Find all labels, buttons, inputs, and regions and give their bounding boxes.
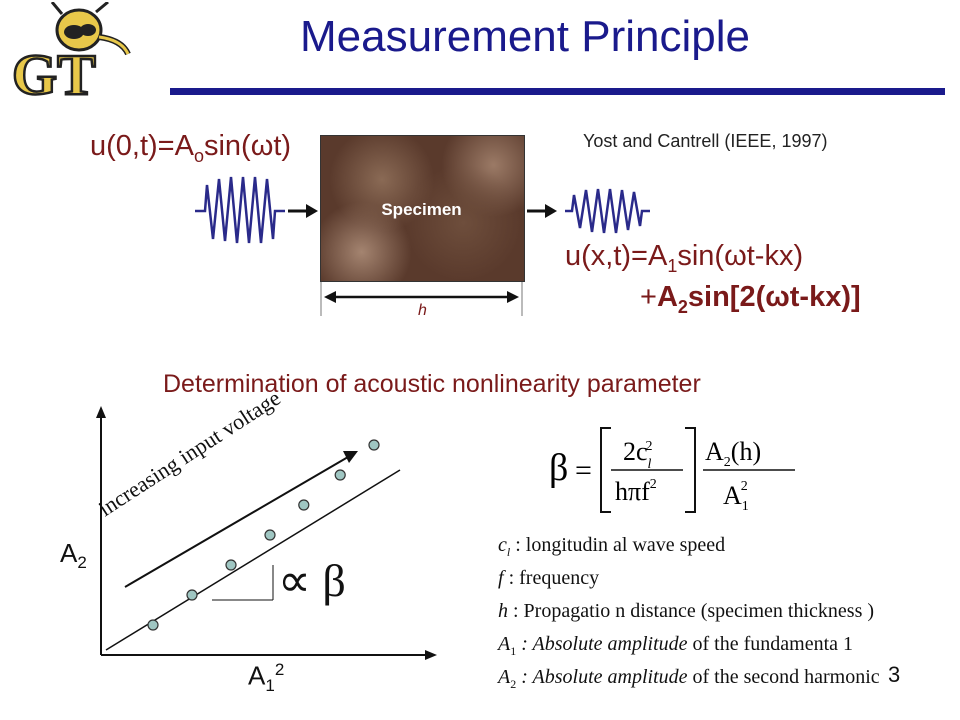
input-wave — [195, 177, 285, 243]
legend-item-a1: A1 : Absolute amplitude of the fundament… — [498, 633, 853, 659]
graph-point-6 — [335, 470, 345, 480]
formula-num2: A2(h) — [705, 437, 761, 470]
formula-equals: = — [575, 454, 592, 487]
page-number: 3 — [888, 662, 900, 688]
graph-point-5 — [299, 500, 309, 510]
formula-beta: β — [549, 447, 568, 489]
beta-formula: β = 2cl2 hπf2 A2(h) A12 — [545, 420, 805, 520]
graph-y-label-sub: 2 — [77, 553, 86, 572]
graph-x-label-sub: 1 — [265, 676, 274, 695]
graph-x-label-base: A — [248, 661, 265, 691]
graph-y-label: A2 — [60, 538, 87, 573]
legend-item-a2: A2 : Absolute amplitude of the second ha… — [498, 666, 880, 692]
graph-point-1 — [148, 620, 158, 630]
legend-item-distance: h : Propagatio n distance (specimen thic… — [498, 600, 874, 623]
formula-den2: A12 — [723, 479, 749, 514]
graph-x-label-sup: 2 — [275, 660, 284, 679]
graph-y-label-base: A — [60, 538, 77, 568]
proportional-symbol: ∝ β — [278, 553, 346, 607]
output-wave — [565, 189, 650, 233]
input-arrowhead — [306, 204, 318, 218]
formula-num1: 2cl2 — [623, 437, 652, 472]
graph-point-2 — [187, 590, 197, 600]
thickness-arrowhead-left — [324, 291, 336, 303]
legend-item-frequency: f : frequency — [498, 567, 599, 590]
graph-x-label: A12 — [248, 660, 284, 696]
output-arrowhead — [545, 204, 557, 218]
section-subtitle: Determination of acoustic nonlinearity p… — [163, 370, 701, 399]
graph-y-arrowhead — [96, 406, 106, 418]
legend-item-wave-speed: cl : longitudin al wave speed — [498, 534, 725, 560]
formula-den1: hπf2 — [615, 477, 657, 506]
graph-point-3 — [226, 560, 236, 570]
graph-point-7 — [369, 440, 379, 450]
graph-x-arrowhead — [425, 650, 437, 660]
thickness-arrowhead-right — [507, 291, 519, 303]
graph-point-4 — [265, 530, 275, 540]
increasing-arrowhead — [343, 451, 358, 463]
